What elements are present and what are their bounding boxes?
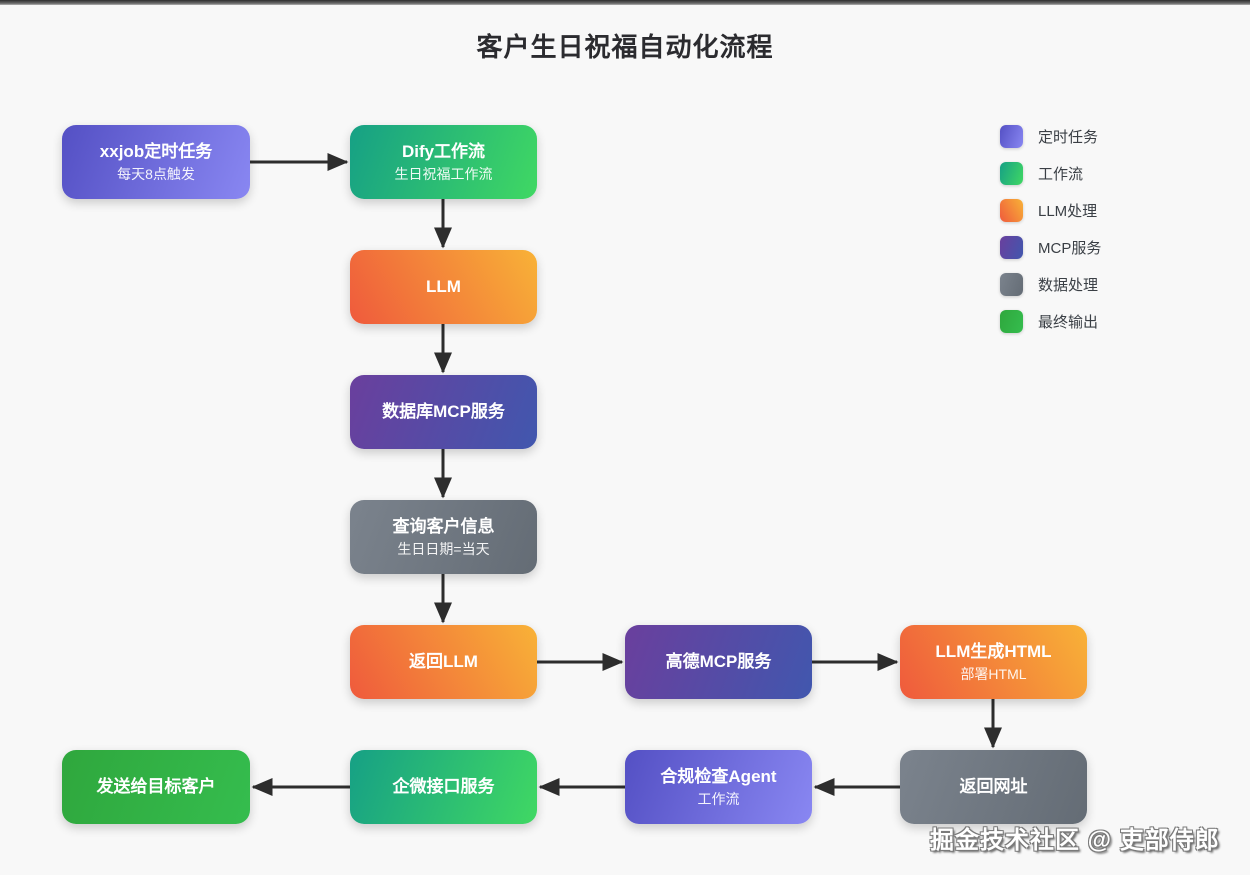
node-subtitle: 每天8点触发: [117, 165, 195, 182]
top-border-strip: [0, 0, 1250, 5]
node-send-to-target-customer: 发送给目标客户: [62, 750, 250, 824]
node-llm: LLM: [350, 250, 537, 324]
node-title: xxjob定时任务: [99, 142, 213, 162]
node-title: 发送给目标客户: [96, 776, 216, 796]
legend-label: 数据处理: [1038, 277, 1099, 294]
legend: 定时任务 工作流 LLM处理 MCP服务 数据处理 最终输出: [1000, 125, 1101, 333]
node-title: 企微接口服务: [392, 776, 495, 796]
node-title: 数据库MCP服务: [382, 401, 505, 421]
legend-item-mcp: MCP服务: [1000, 236, 1101, 259]
node-title: Dify工作流: [401, 142, 486, 162]
legend-swatch-data: [1000, 273, 1023, 296]
node-query-customer-info: 查询客户信息 生日日期=当天: [350, 500, 537, 574]
node-llm-generate-html: LLM生成HTML 部署HTML: [900, 625, 1087, 699]
legend-label: 工作流: [1038, 166, 1084, 183]
legend-swatch-output: [1000, 310, 1023, 333]
node-title: 高德MCP服务: [665, 651, 772, 671]
node-title: LLM生成HTML: [935, 642, 1052, 662]
node-return-llm: 返回LLM: [350, 625, 537, 699]
legend-label: MCP服务: [1038, 240, 1102, 257]
legend-item-output: 最终输出: [1000, 310, 1101, 333]
node-subtitle: 部署HTML: [960, 665, 1027, 682]
legend-label: 最终输出: [1038, 314, 1099, 331]
legend-label: 定时任务: [1038, 129, 1099, 146]
node-title: LLM: [426, 276, 461, 296]
legend-swatch-workflow: [1000, 162, 1023, 185]
legend-item-data: 数据处理: [1000, 273, 1101, 296]
node-subtitle: 工作流: [697, 790, 740, 807]
node-title: 返回网址: [959, 776, 1028, 796]
node-return-url: 返回网址: [900, 750, 1087, 824]
node-title: 返回LLM: [409, 651, 478, 671]
node-database-mcp: 数据库MCP服务: [350, 375, 537, 449]
legend-item-timer: 定时任务: [1000, 125, 1101, 148]
legend-swatch-llm: [1000, 199, 1023, 222]
node-compliance-check-agent: 合规检查Agent 工作流: [625, 750, 812, 824]
legend-swatch-timer: [1000, 125, 1023, 148]
node-xxjob-timer: xxjob定时任务 每天8点触发: [62, 125, 250, 199]
node-subtitle: 生日日期=当天: [397, 540, 490, 557]
diagram-title: 客户生日祝福自动化流程: [476, 32, 774, 62]
node-subtitle: 生日祝福工作流: [394, 165, 493, 182]
node-title: 查询客户信息: [392, 517, 495, 537]
node-title: 合规检查Agent: [660, 767, 777, 787]
legend-label: LLM处理: [1038, 203, 1098, 220]
watermark-text: 掘金技术社区 @ 吏部侍郎: [930, 827, 1220, 854]
legend-item-workflow: 工作流: [1000, 162, 1101, 185]
node-gaode-mcp: 高德MCP服务: [625, 625, 812, 699]
node-dify-workflow: Dify工作流 生日祝福工作流: [350, 125, 537, 199]
legend-item-llm: LLM处理: [1000, 199, 1101, 222]
legend-swatch-mcp: [1000, 236, 1023, 259]
node-wecom-api-service: 企微接口服务: [350, 750, 537, 824]
